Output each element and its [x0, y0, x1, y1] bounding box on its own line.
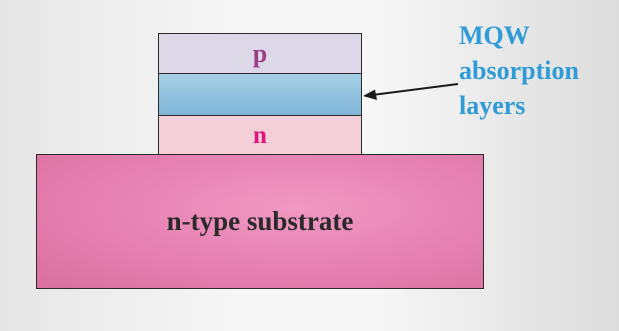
p-layer: p: [158, 33, 362, 74]
substrate-label: n-type substrate: [166, 206, 354, 236]
callout-line-3: layers: [459, 91, 526, 120]
n-layer-label: n: [253, 121, 267, 149]
arrow-shaft: [371, 83, 459, 96]
arrow-head: [363, 89, 377, 100]
n-layer: n: [158, 115, 362, 156]
n-type-substrate: n-type substrate: [36, 154, 484, 289]
callout-line-2: absorption: [459, 56, 579, 85]
mqw-callout: MQW absorption layers: [459, 18, 579, 123]
callout-line-1: MQW: [459, 21, 530, 50]
p-layer-label: p: [252, 38, 268, 68]
